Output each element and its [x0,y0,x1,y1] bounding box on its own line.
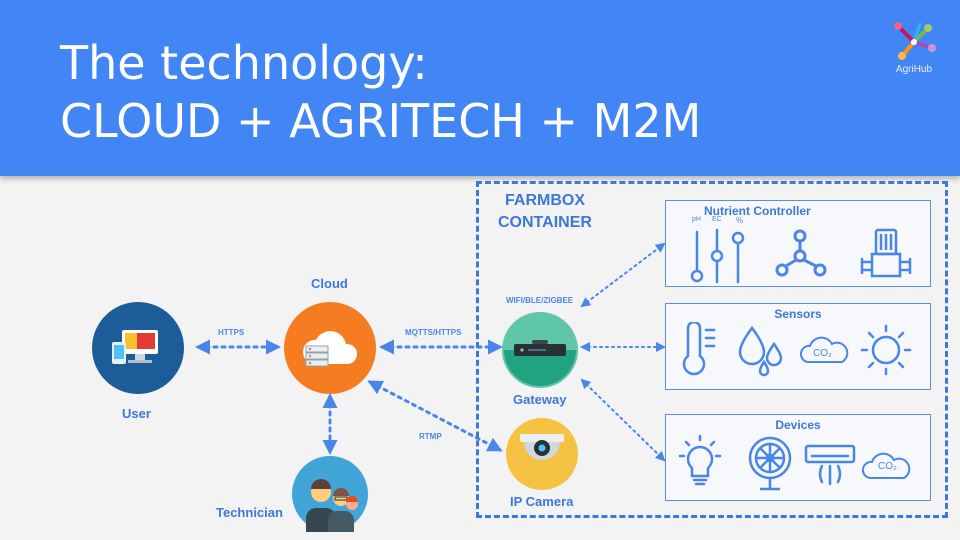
slider-icon [690,228,745,284]
ip-camera-node [506,418,578,490]
water-drops-icon [738,325,783,377]
sensors-co2-label: CO₂ [813,348,832,359]
edge-gateway-nutrient [580,242,666,308]
label-ph: pH [692,216,701,223]
edge-label-mqtts: MQTTS/HTTPS [405,328,462,337]
co2-cloud-icon-devices [861,452,911,479]
gateway-label: Gateway [513,392,567,407]
user-label: User [122,406,151,421]
camera-icon [520,434,564,460]
thermometer-icon [682,322,716,376]
nutrient-panel-title: Nutrient Controller [704,204,811,218]
edge-label-wireless: WIFI/BLE/ZIGBEE [506,296,574,305]
title-banner: The technology: CLOUD + AGRITECH + M2M A… [0,0,960,176]
gateway-node [502,312,578,388]
container-title-line2: CONTAINER [498,214,592,231]
people-icon [306,479,358,532]
cloud-label: Cloud [311,276,348,291]
air-conditioner-icon [804,444,856,486]
edge-gateway-devices [580,378,666,462]
user-node [92,302,184,394]
agrihub-logo: AgriHub [886,18,942,80]
technician-label: Technician [216,505,283,520]
edge-label-https: HTTPS [218,328,245,337]
fan-icon [748,436,792,491]
devices-co2-label: CO₂ [878,461,897,472]
monitor-icon [112,330,158,364]
agrihub-logo-icon [894,22,936,60]
technician-node [292,456,368,532]
router-icon [514,340,566,356]
farmbox-container [476,181,948,518]
title-line-1: The technology: [60,36,428,90]
sun-icon [860,324,912,376]
light-bulb-icon [678,434,722,486]
pump-icon [860,228,912,278]
sensors-panel-title: Sensors [774,307,822,321]
container-title-line1: FARMBOX [505,192,585,209]
label-ec: EC [712,216,722,223]
edge-label-rtmp: RTMP [419,432,442,441]
title-line-2: CLOUD + AGRITECH + M2M [60,94,702,148]
cloud-server-icon [302,331,358,367]
devices-panel: Devices [665,414,931,501]
label-percent: % [736,216,744,225]
co2-cloud-icon [799,336,849,363]
ip-camera-label: IP Camera [510,494,574,509]
devices-panel-title: Devices [775,418,821,432]
cloud-node [284,302,376,394]
logo-text: AgriHub [895,64,933,75]
molecule-icon [775,229,827,277]
